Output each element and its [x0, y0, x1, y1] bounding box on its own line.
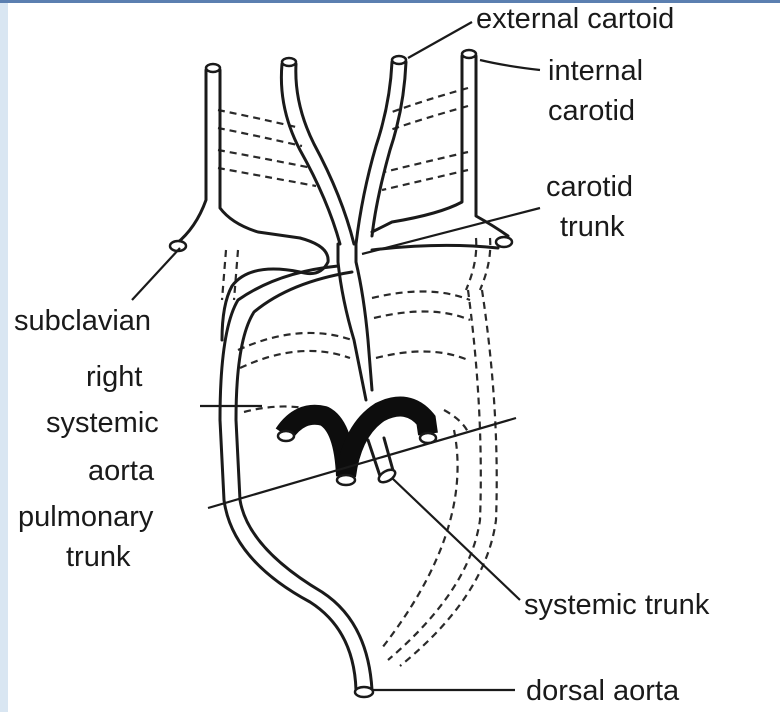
leader-lines	[132, 22, 540, 690]
label-dorsal-aorta: dorsal aorta	[526, 675, 680, 707]
label-internal-carotid-line2: carotid	[548, 95, 635, 127]
pulmonary-arch-shape	[278, 407, 436, 485]
label-pulmonary-trunk-line2: trunk	[66, 541, 131, 573]
label-carotid-trunk-line2: trunk	[560, 211, 625, 243]
label-systemic-trunk: systemic trunk	[524, 589, 710, 621]
label-pulmonary-trunk-line1: pulmonary	[18, 501, 154, 533]
solid-vessels	[170, 50, 512, 697]
label-subclavian: subclavian	[14, 305, 151, 337]
label-external-carotid: external cartoid	[476, 3, 674, 35]
label-right-systemic-line3: aorta	[88, 455, 155, 487]
label-right-systemic-line1: right	[86, 361, 142, 393]
label-carotid-trunk-line1: carotid	[546, 171, 633, 203]
label-internal-carotid-line1: internal	[548, 55, 643, 87]
labels: external cartoid internal carotid caroti…	[14, 3, 710, 707]
label-right-systemic-line2: systemic	[46, 407, 159, 439]
dashed-vessels	[218, 88, 497, 666]
